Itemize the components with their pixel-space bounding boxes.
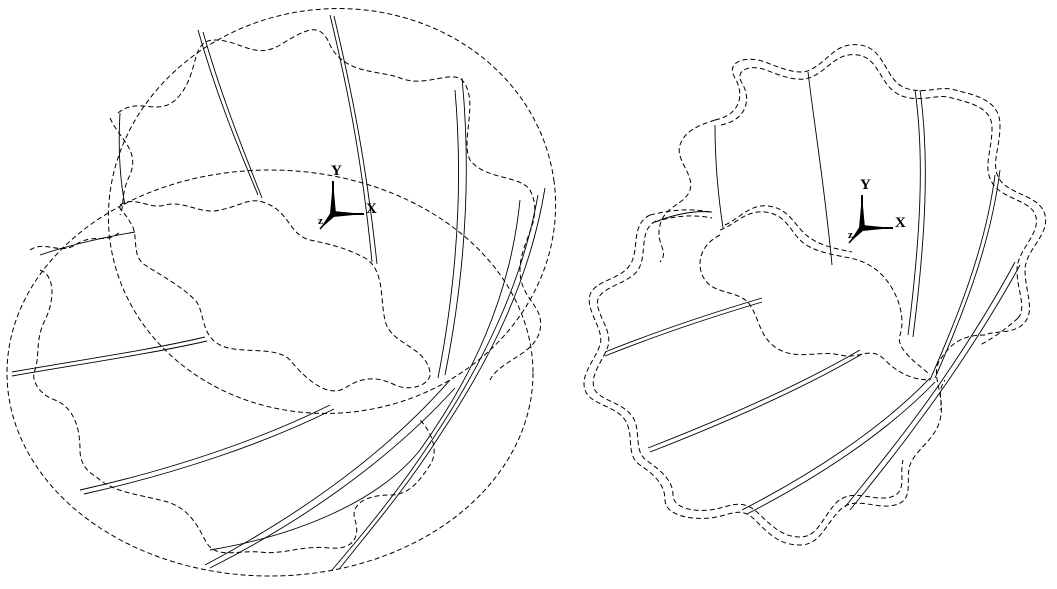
left-gear-profile-inner: [119, 200, 431, 392]
right-sweep-line-6: [741, 377, 931, 511]
left-triad-x-label: X: [366, 201, 377, 217]
right-gear-upper-inner: [720, 54, 1037, 319]
left-sweep-line-6b: [209, 387, 456, 569]
left-gear-profile-left: [109, 117, 134, 216]
right-sweep-line-7b: [604, 301, 763, 357]
left-view: Y X z: [6, 8, 557, 577]
left-sweep-line-5: [209, 199, 521, 551]
right-sweep-line-5: [849, 264, 1021, 511]
left-sweep-line-4b: [331, 194, 539, 571]
right-sweep-line-3: [714, 124, 724, 229]
left-sweep-line-4: [339, 187, 546, 569]
right-triad-z-label: z: [848, 229, 853, 241]
right-gear-center: [699, 211, 931, 381]
left-sweep-line-2: [329, 14, 373, 263]
right-triad-y-label: Y: [860, 177, 871, 193]
left-outer-circle-large: [6, 169, 534, 577]
coordinate-triad-icon: Y X z: [848, 177, 906, 244]
right-triad-x-label: X: [895, 215, 906, 231]
coordinate-triad-icon: Y X z: [318, 163, 377, 230]
left-sweep-line-3: [444, 77, 467, 376]
right-gear-lower-outer: [583, 214, 946, 546]
right-sweep-line-8b: [649, 353, 863, 453]
right-view: Y X z: [583, 44, 1047, 546]
right-gear-lower-inner: [592, 220, 904, 538]
right-sweep-line-2b: [912, 89, 926, 338]
left-sweep-line-1b: [202, 31, 263, 199]
right-gear-right-tooth: [935, 317, 1019, 411]
left-triad-z-label: z: [318, 215, 323, 227]
right-gear-center-inner: [724, 205, 853, 253]
right-sweep-line-8: [647, 349, 861, 449]
right-sweep-line-4: [934, 169, 1001, 379]
left-sweep-line-7b: [11, 340, 208, 377]
right-sweep-line-7: [604, 297, 763, 353]
right-sweep-line-5b: [844, 261, 1016, 508]
right-sweep-line-9: [654, 211, 713, 223]
left-sweep-line-3b: [437, 89, 460, 379]
left-sweep-line-7: [11, 336, 206, 373]
left-sweep-line-8: [79, 404, 331, 491]
left-gear-profile-lower: [29, 231, 435, 554]
left-sweep-line-8b: [83, 408, 335, 495]
right-gear-upper-outer: [714, 44, 1047, 336]
left-outer-circle-tilted: [107, 8, 557, 414]
right-sweep-line-4b: [929, 174, 996, 381]
right-gear-upper-left: [658, 119, 716, 263]
left-sweep-line-9: [39, 231, 136, 256]
right-sweep-line-6b: [746, 381, 936, 515]
left-gear-profile-upper: [117, 29, 542, 381]
left-sweep-line-2b: [333, 15, 378, 265]
right-sweep-line-1: [807, 71, 833, 266]
left-sweep-line-6: [204, 379, 451, 566]
left-sweep-line-10: [118, 112, 126, 206]
right-sweep-line-2: [907, 89, 921, 336]
left-triad-y-label: Y: [331, 163, 342, 179]
left-sweep-line-1: [197, 29, 259, 196]
